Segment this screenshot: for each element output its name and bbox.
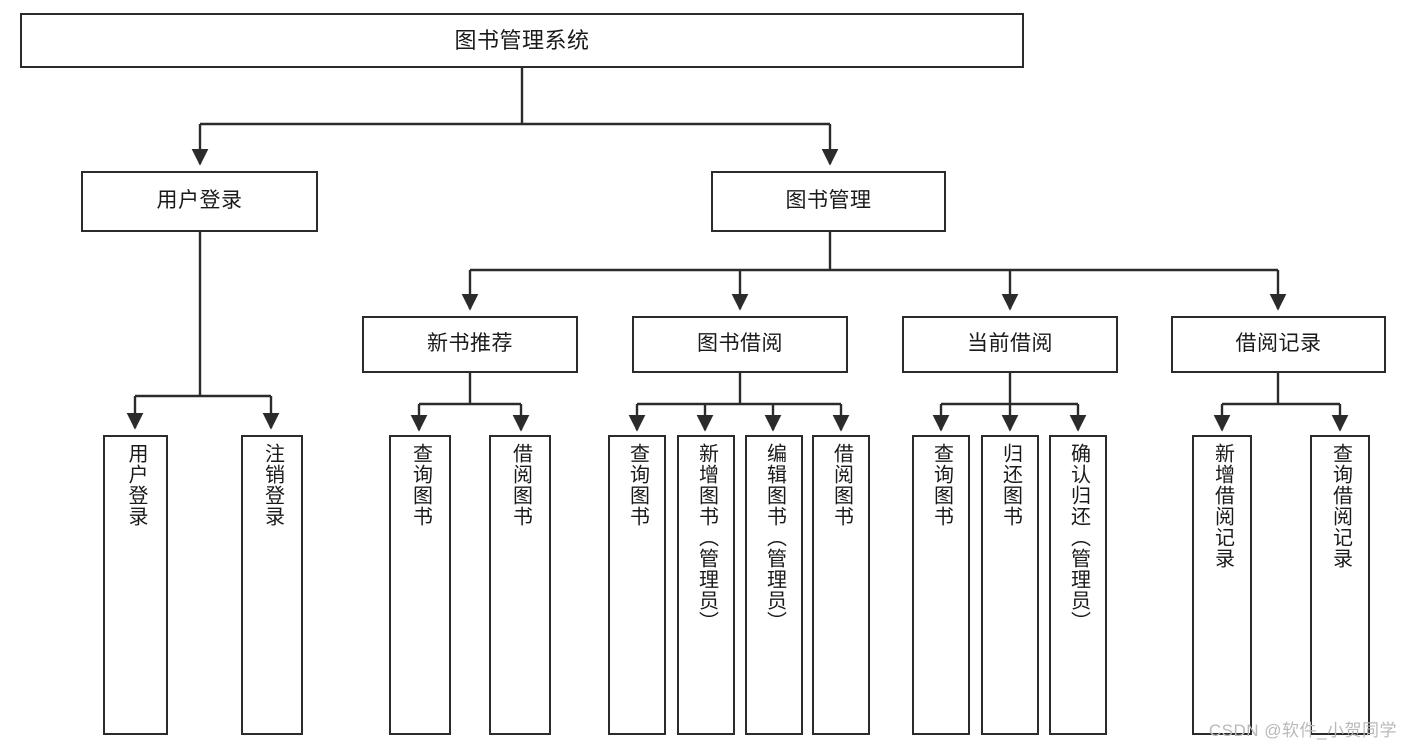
node-label: 注销登录 [261,443,284,527]
leaf-query-books-current[interactable]: 查询图书 [912,435,970,735]
node-book-management[interactable]: 图书管理 [711,171,946,232]
leaf-confirm-return-admin[interactable]: 确认归还（管理员） [1049,435,1107,735]
node-label: 查询图书 [930,443,953,527]
node-label: 新增图书（管理员） [695,443,718,632]
node-label: 查询图书 [409,443,432,527]
node-label: 用户登录 [156,189,243,213]
leaf-borrow-books-new[interactable]: 借阅图书 [489,435,551,735]
leaf-return-books[interactable]: 归还图书 [981,435,1039,735]
leaf-edit-book-admin[interactable]: 编辑图书（管理员） [745,435,803,735]
node-label: 新书推荐 [427,332,513,356]
node-label: 借阅记录 [1235,332,1322,356]
leaf-query-books-borrow[interactable]: 查询图书 [608,435,666,735]
node-label: 当前借阅 [967,332,1053,356]
leaf-add-book-admin[interactable]: 新增图书（管理员） [677,435,735,735]
node-label: 查询图书 [626,443,649,527]
leaf-user-login[interactable]: 用户登录 [103,435,168,735]
node-label: 图书借阅 [697,332,783,356]
node-label: 用户登录 [125,443,147,527]
node-book-borrowing[interactable]: 图书借阅 [632,316,848,373]
node-current-borrowing[interactable]: 当前借阅 [902,316,1118,373]
node-label: 借阅图书 [830,443,853,527]
node-user-login[interactable]: 用户登录 [81,171,318,232]
node-label: 借阅图书 [509,443,532,527]
leaf-query-books-new[interactable]: 查询图书 [389,435,451,735]
node-label: 归还图书 [999,443,1022,527]
leaf-query-borrow-record[interactable]: 查询借阅记录 [1310,435,1370,735]
node-new-book-recommendation[interactable]: 新书推荐 [362,316,578,373]
node-label: 图书管理 [785,189,872,213]
watermark-text: CSDN @软件_小贺同学 [1208,721,1397,740]
node-label: 查询借阅记录 [1329,443,1352,569]
leaf-borrow-books[interactable]: 借阅图书 [812,435,870,735]
node-label: 确认归还（管理员） [1067,443,1090,632]
node-label: 新增借阅记录 [1211,443,1234,569]
leaf-add-borrow-record[interactable]: 新增借阅记录 [1192,435,1252,735]
node-root-book-management-system[interactable]: 图书管理系统 [20,13,1024,68]
node-borrow-records[interactable]: 借阅记录 [1171,316,1386,373]
node-label: 图书管理系统 [454,27,590,53]
leaf-logout[interactable]: 注销登录 [241,435,303,735]
node-label: 编辑图书（管理员） [763,443,786,632]
